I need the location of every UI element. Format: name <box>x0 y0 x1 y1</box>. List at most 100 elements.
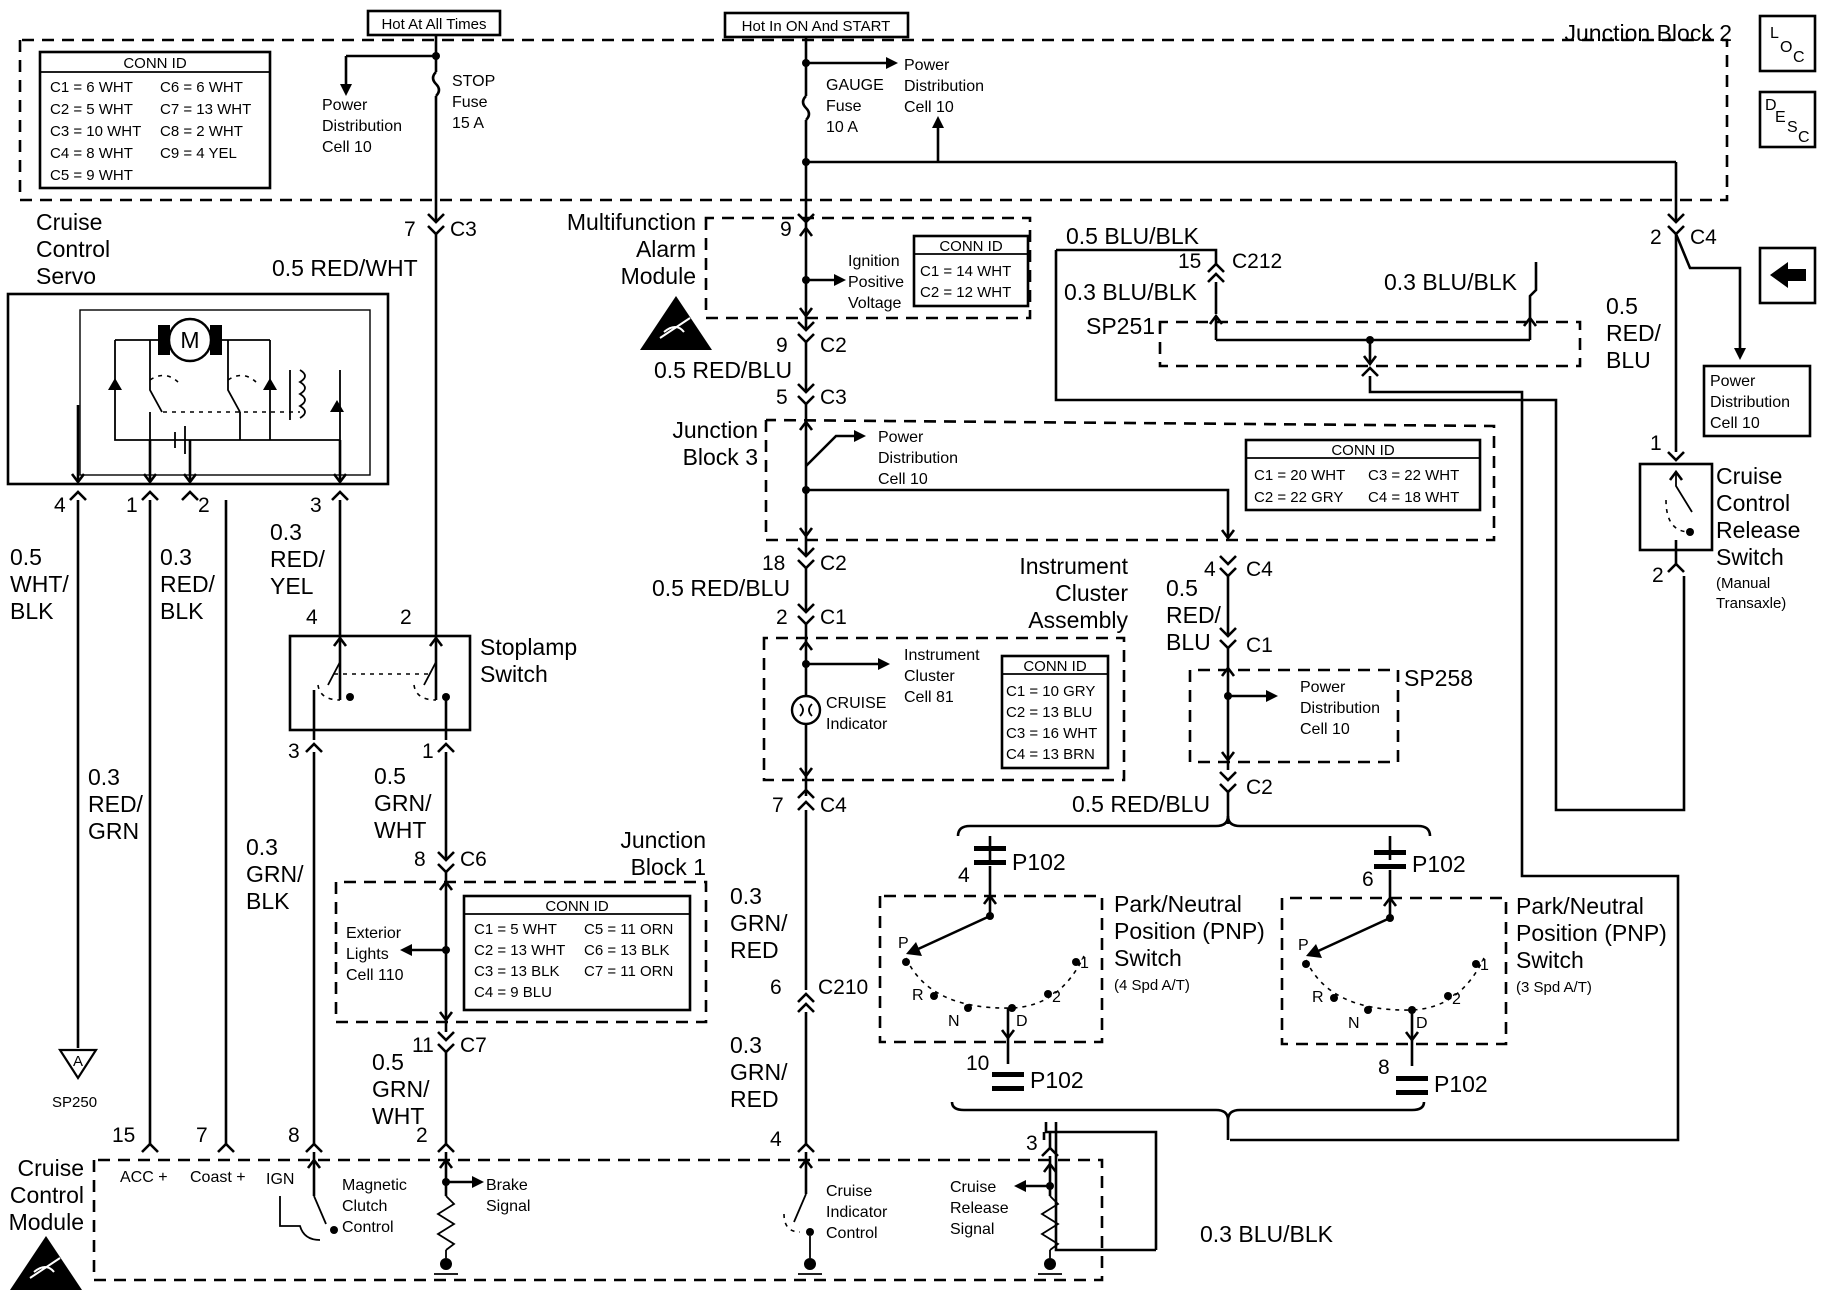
wire-red-blu: BLU <box>1606 347 1651 373</box>
loc-button[interactable] <box>1758 14 1817 73</box>
pd-left-text: Power <box>322 97 368 114</box>
pnp4-gear-arc <box>905 955 1085 1009</box>
pnp-bottom-bracket <box>950 1101 1426 1121</box>
release-label: Switch <box>1716 544 1784 570</box>
sp251-dashed-outline <box>1158 320 1582 368</box>
wire-red-blu: 0.5 RED/BLU <box>654 357 792 383</box>
jb3-label: Block 3 <box>683 444 758 470</box>
pnp3-2-dot <box>1444 992 1452 1000</box>
jb2-conn-title: CONN ID <box>123 55 187 72</box>
cic-label: Control <box>826 1225 878 1242</box>
p102-6-bar-b <box>1374 864 1406 869</box>
jb2-conn-row: C8 = 2 WHT <box>160 123 243 140</box>
c4-ic-bottom-label: C4 <box>820 794 847 817</box>
pnp4-wiper-tip <box>906 942 922 956</box>
instrument-cluster-assembly: Instrument Cluster Assembly Instrument C… <box>762 553 1129 796</box>
c210-connector <box>797 992 815 1013</box>
grn-red-trunk: 7 C4 0.3 GRN/ RED 6 C210 0.3 GRN/ RED <box>730 788 868 1145</box>
sp258-arrow-in <box>1220 665 1236 677</box>
ic-cell-text: Instrument <box>904 647 980 664</box>
wire-red-grn: RED/ <box>88 791 144 817</box>
gauge-pd-arrow <box>886 57 898 69</box>
jb2-conn-row: C4 = 8 WHT <box>50 145 133 162</box>
wire-grn-blk: BLK <box>246 888 290 914</box>
release-label: Control <box>1716 490 1790 516</box>
cic-arrow <box>798 1157 814 1169</box>
jb2-conn-row: C9 = 4 YEL <box>160 145 237 162</box>
mam-arrow-in <box>798 225 814 237</box>
stop-pd-arrow <box>340 84 352 96</box>
jb2-conn-row: C3 = 10 WHT <box>50 123 141 140</box>
wire-red-blu: RED/ <box>1606 320 1662 346</box>
ccm-pin-4: 4 <box>770 1128 782 1151</box>
sp258-dashed-outline <box>1188 668 1400 764</box>
pnp4-1-dot <box>1072 958 1080 966</box>
jb3-pd-text: Distribution <box>878 450 958 467</box>
sp258-pd-arrow <box>1266 690 1278 702</box>
release-label: Cruise <box>1716 463 1782 489</box>
pd-right-box-text: Power <box>1710 373 1756 390</box>
p102-pin-8: 8 <box>1378 1056 1390 1079</box>
mam-ipv-text: Voltage <box>848 295 901 312</box>
jb1-arrow-in <box>438 879 454 891</box>
lamp-filament <box>799 703 813 717</box>
pnp4-r-dot <box>930 992 938 1000</box>
mcc-label: Magnetic <box>342 1177 407 1194</box>
jb1-ext-text: Exterior <box>346 925 402 942</box>
jb3-conn-box <box>1244 438 1482 512</box>
wire-grn-red: GRN/ <box>730 1059 788 1085</box>
wire-red-wht: 0.5 RED/WHT <box>272 255 418 281</box>
crs-label: Signal <box>950 1221 994 1238</box>
cic-label: Cruise <box>826 1183 872 1200</box>
p102-label: P102 <box>1412 851 1466 877</box>
release-pin-1: 1 <box>1650 432 1662 455</box>
pnp4-label: Park/Neutral <box>1114 891 1242 917</box>
sp251-label: SP251 <box>1086 313 1155 339</box>
c210-label: C210 <box>818 976 868 999</box>
servo-switch-2 <box>227 340 241 413</box>
c4-top-pin: 2 <box>1650 226 1662 249</box>
servo-diode-coil <box>330 400 344 412</box>
c4-pd-arrow <box>1734 348 1746 360</box>
sp258-pd-text: Power <box>1300 679 1346 696</box>
desc-button[interactable] <box>1758 90 1817 149</box>
p102-10-bar-a <box>992 1072 1024 1077</box>
wire-grn-wht: WHT <box>374 817 426 843</box>
wire-grn-wht: 0.5 <box>372 1049 404 1075</box>
motor-icon <box>167 317 213 363</box>
c6-label: C6 <box>460 848 487 871</box>
crs-label: Cruise <box>950 1179 996 1196</box>
wire-red-blu: BLU <box>1166 629 1211 655</box>
servo-pin-2: 2 <box>198 494 210 517</box>
gauge-fuse-text: 10 A <box>826 119 858 136</box>
ccm-pin-7: 7 <box>196 1124 208 1147</box>
wire-grn-blk: GRN/ <box>246 861 304 887</box>
wire-blu-blk: 0.5 BLU/BLK <box>1066 223 1200 249</box>
p102-4-bar-b <box>974 860 1006 865</box>
wire-red-blk: RED/ <box>160 571 216 597</box>
wire-grn-wht: 0.5 <box>374 763 406 789</box>
jb1-conn-row: C6 = 13 BLK <box>584 942 669 959</box>
back-arrow-icon <box>1770 262 1806 288</box>
junction-block-3: Junction Block 3 Power Distribution Cell… <box>672 404 1496 556</box>
cruise-indicator-lamp-icon <box>790 694 822 726</box>
crs-arrow <box>1042 1161 1058 1173</box>
mam-ipv-text: Ignition <box>848 253 900 270</box>
gear-label: D <box>1416 1015 1428 1032</box>
ic-label: Instrument <box>1019 553 1128 579</box>
gauge-fuse-text: Fuse <box>826 98 862 115</box>
mam-label: Multifunction <box>567 209 696 235</box>
mcc-label: Control <box>342 1219 394 1236</box>
pnp3-label: Park/Neutral <box>1516 893 1644 919</box>
jb2-dashed-outline <box>18 38 1729 202</box>
multifunction-alarm-module: Multifunction Alarm Module 9 Ignition Po… <box>567 209 1032 350</box>
p102-pin-6: 6 <box>1362 868 1374 891</box>
c7-pin: 11 <box>412 1034 434 1057</box>
p102-6-bar-a <box>1374 850 1406 855</box>
c3-jb3-pin: 5 <box>776 386 788 409</box>
desc-c: C <box>1798 129 1810 146</box>
gear-label: R <box>1312 989 1324 1006</box>
ccm-pin-15: 15 <box>112 1124 135 1147</box>
p102-4-bar-a <box>974 846 1006 851</box>
pd-right-box-text: Distribution <box>1710 394 1790 411</box>
